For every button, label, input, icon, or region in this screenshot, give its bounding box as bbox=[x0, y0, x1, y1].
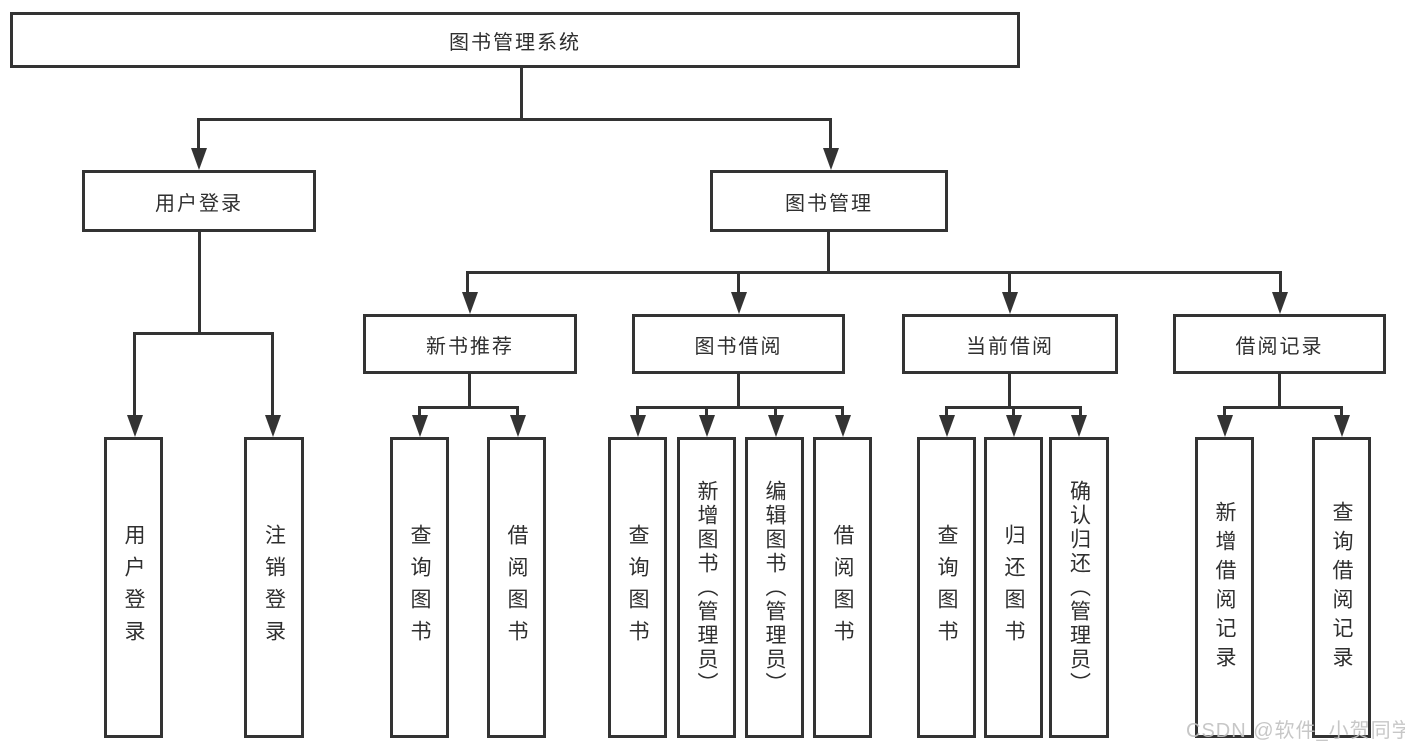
arrowhead-to-borrow-records bbox=[1272, 292, 1288, 314]
leaf-borrow-borrow-books-label: 借阅图书 bbox=[831, 523, 854, 652]
connector-current-stem bbox=[1008, 374, 1011, 408]
leaf-borrow-borrow-books: 借阅图书 bbox=[813, 437, 872, 738]
leaf-records-query-record-label: 查询借阅记录 bbox=[1330, 500, 1353, 675]
connector-recommend-leaf1-stub bbox=[418, 406, 421, 417]
connector-borrow-stem bbox=[737, 374, 740, 408]
arrowhead-to-leaf-borrow-edit bbox=[768, 415, 784, 437]
leaf-recommend-query-books: 查询图书 bbox=[390, 437, 449, 738]
leaf-user-login: 用户登录 bbox=[104, 437, 163, 738]
arrowhead-to-leaf-current-return bbox=[1006, 415, 1022, 437]
arrowhead-to-new-book-recommend bbox=[462, 292, 478, 314]
connector-login-bar bbox=[133, 332, 274, 335]
leaf-recommend-borrow-books: 借阅图书 bbox=[487, 437, 546, 738]
arrowhead-to-book-mgmt bbox=[823, 148, 839, 170]
node-new-book-recommend: 新书推荐 bbox=[363, 314, 577, 374]
connector-root-stem bbox=[520, 68, 523, 120]
connector-borrow-bar bbox=[636, 406, 843, 409]
connector-current-leaf2-stub bbox=[1012, 406, 1015, 417]
arrowhead-to-leaf-logout bbox=[265, 415, 281, 437]
arrowhead-to-leaf-current-query bbox=[939, 415, 955, 437]
node-current-borrow: 当前借阅 bbox=[902, 314, 1118, 374]
leaf-logout-label: 注销登录 bbox=[262, 523, 286, 652]
leaf-records-add-record-label: 新增借阅记录 bbox=[1213, 500, 1236, 675]
leaf-current-query-books-label: 查询图书 bbox=[935, 523, 958, 652]
connector-borrow-leaf4-stub bbox=[841, 406, 844, 417]
csdn-watermark: CSDN @软件_小贺同学 bbox=[1186, 720, 1405, 742]
connector-recommend-bar bbox=[418, 406, 519, 409]
connector-borrow-leaf3-stub bbox=[774, 406, 777, 417]
connector-recommend-stem bbox=[468, 374, 471, 408]
node-root-label: 图书管理系统 bbox=[449, 31, 581, 54]
node-current-borrow-label: 当前借阅 bbox=[966, 335, 1054, 358]
connector-records-leaf1-stub bbox=[1223, 406, 1226, 417]
connector-borrow-leaf2-stub bbox=[705, 406, 708, 417]
arrowhead-to-leaf-current-confirm bbox=[1071, 415, 1087, 437]
node-user-login: 用户登录 bbox=[82, 170, 316, 232]
connector-login-stem bbox=[198, 232, 201, 335]
connector-current-drop bbox=[1008, 271, 1011, 294]
arrowhead-to-book-borrow bbox=[731, 292, 747, 314]
arrowhead-to-leaf-recommend-query bbox=[412, 415, 428, 437]
connector-current-leaf1-stub bbox=[945, 406, 948, 417]
connector-borrow-drop bbox=[737, 271, 740, 294]
node-new-book-recommend-label: 新书推荐 bbox=[426, 335, 514, 358]
connector-mgmt-drop bbox=[829, 118, 832, 152]
connector-login-leaf1-drop bbox=[133, 332, 136, 416]
connector-recommend-leaf2-stub bbox=[516, 406, 519, 417]
leaf-borrow-edit-books-admin-label: 编辑图书（管理员） bbox=[763, 479, 786, 696]
connector-mgmt-stem bbox=[827, 232, 830, 273]
arrowhead-to-leaf-borrow-do bbox=[835, 415, 851, 437]
leaf-borrow-add-books-admin-label: 新增图书（管理员） bbox=[695, 479, 718, 696]
leaf-records-add-record: 新增借阅记录 bbox=[1195, 437, 1254, 738]
arrowhead-to-current-borrow bbox=[1002, 292, 1018, 314]
leaf-borrow-query-books-label: 查询图书 bbox=[626, 523, 649, 652]
arrowhead-to-leaf-user-login bbox=[127, 415, 143, 437]
node-root: 图书管理系统 bbox=[10, 12, 1020, 68]
node-book-mgmt: 图书管理 bbox=[710, 170, 948, 232]
leaf-user-login-label: 用户登录 bbox=[122, 523, 145, 652]
node-book-borrow: 图书借阅 bbox=[632, 314, 845, 374]
leaf-borrow-query-books: 查询图书 bbox=[608, 437, 667, 738]
arrowhead-to-leaf-borrow-add bbox=[699, 415, 715, 437]
connector-borrow-leaf1-stub bbox=[636, 406, 639, 417]
leaf-current-confirm-return-admin: 确认归还（管理员） bbox=[1049, 437, 1109, 738]
connector-login-leaf2-drop bbox=[271, 332, 274, 416]
connector-recommend-drop bbox=[466, 271, 469, 294]
arrowhead-to-leaf-borrow-query bbox=[630, 415, 646, 437]
connector-login-drop bbox=[197, 118, 200, 152]
leaf-recommend-query-books-label: 查询图书 bbox=[408, 523, 431, 652]
arrowhead-to-user-login bbox=[191, 148, 207, 170]
leaf-recommend-borrow-books-label: 借阅图书 bbox=[505, 523, 528, 652]
node-book-mgmt-label: 图书管理 bbox=[785, 192, 873, 215]
leaf-current-confirm-return-admin-label: 确认归还（管理员） bbox=[1067, 479, 1091, 696]
connector-records-drop bbox=[1279, 271, 1282, 294]
arrowhead-to-leaf-recommend-borrow bbox=[510, 415, 526, 437]
connector-level3-bar bbox=[466, 271, 1282, 274]
arrowhead-to-leaf-records-add bbox=[1217, 415, 1233, 437]
leaf-logout: 注销登录 bbox=[244, 437, 304, 738]
leaf-current-query-books: 查询图书 bbox=[917, 437, 976, 738]
node-borrow-records-label: 借阅记录 bbox=[1235, 335, 1324, 358]
leaf-borrow-edit-books-admin: 编辑图书（管理员） bbox=[745, 437, 804, 738]
node-user-login-label: 用户登录 bbox=[155, 192, 243, 215]
connector-records-bar bbox=[1223, 406, 1343, 409]
leaf-records-query-record: 查询借阅记录 bbox=[1312, 437, 1371, 738]
connector-records-leaf2-stub bbox=[1340, 406, 1343, 417]
connector-level1-bar bbox=[197, 118, 832, 121]
leaf-current-return-books-label: 归还图书 bbox=[1002, 523, 1025, 652]
node-borrow-records: 借阅记录 bbox=[1173, 314, 1386, 374]
connector-records-stem bbox=[1278, 374, 1281, 408]
connector-current-leaf3-stub bbox=[1079, 406, 1082, 417]
leaf-borrow-add-books-admin: 新增图书（管理员） bbox=[677, 437, 736, 738]
leaf-current-return-books: 归还图书 bbox=[984, 437, 1043, 738]
arrowhead-to-leaf-records-query bbox=[1334, 415, 1350, 437]
node-book-borrow-label: 图书借阅 bbox=[694, 335, 783, 358]
